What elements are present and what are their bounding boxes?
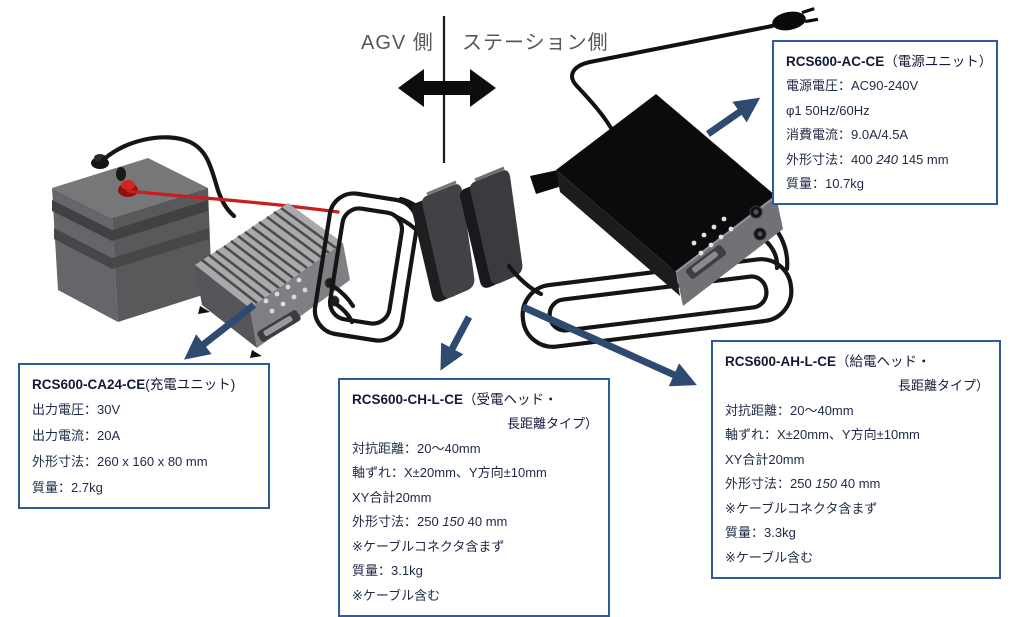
arrow-to-receive-head-box bbox=[440, 315, 473, 371]
spec-line: ※ケーブル含む bbox=[352, 588, 441, 604]
agv-station-divider bbox=[398, 16, 496, 163]
spec-box-charge-unit: RCS600-CA24-CE(充電ユニット) 出力電圧：30V 出力電流：20A 外… bbox=[18, 363, 270, 509]
station-side-label: ステーション側 bbox=[462, 32, 609, 54]
spec-line: 軸ずれ：X±20mm、Y方向±10mm bbox=[352, 465, 547, 481]
spec-box-title-line2: 長距離タイプ） bbox=[897, 378, 989, 393]
model-suffix: (充電ユニット) bbox=[145, 377, 236, 392]
spec-lines: 出力電圧：30V 出力電流：20A 外形寸法：260 x 160 x 80 mm 質量… bbox=[32, 397, 258, 501]
model-suffix: （給電ヘッド・ bbox=[836, 354, 931, 369]
spec-line: 外形寸法：250 150 40 mm bbox=[352, 514, 508, 530]
spec-line: 質量：10.7kg bbox=[786, 176, 865, 192]
spec-line: 質量：3.1kg bbox=[352, 563, 423, 579]
spec-box-title: RCS600-CA24-CE(充電ユニット) bbox=[32, 372, 258, 397]
battery-cable-red bbox=[126, 189, 340, 214]
feed-head-device bbox=[460, 166, 544, 297]
model-suffix: （電源ユニット） bbox=[884, 54, 993, 69]
battery bbox=[52, 154, 212, 322]
battery-cable-black bbox=[97, 135, 237, 219]
charge-unit-led-dots bbox=[263, 277, 308, 314]
spec-line: 軸ずれ：X±20mm、Y方向±10mm bbox=[725, 427, 920, 443]
spec-box-receive-head: RCS600-CH-L-CE（受電ヘッド・ 長距離タイプ） 対抗距離：20～40… bbox=[338, 378, 610, 617]
spec-line: 外形寸法：250 150 40 mm bbox=[725, 476, 881, 492]
spec-line: φ1 50Hz/60Hz bbox=[786, 102, 870, 118]
spec-line: 対抗距離：20～40mm bbox=[352, 440, 481, 456]
spec-line: 対抗距離：20～40mm bbox=[725, 402, 854, 418]
feed-head-cable bbox=[506, 263, 544, 297]
arrow-to-power-unit-box bbox=[706, 97, 761, 137]
power-unit-led-dots bbox=[691, 216, 734, 256]
spec-line: 質量：2.7kg bbox=[32, 480, 103, 495]
arrow-to-charge-unit-box bbox=[184, 302, 257, 360]
spec-box-title: RCS600-AC-CE（電源ユニット） bbox=[786, 49, 992, 74]
spec-line: ※ケーブル含む bbox=[725, 550, 814, 566]
spec-box-title-line2: 長距離タイプ） bbox=[506, 416, 598, 431]
spec-lines: 電源電圧：AC90-240V φ1 50Hz/60Hz 消費電流：9.0A/4.5A… bbox=[786, 74, 986, 197]
spec-box-title: RCS600-AH-L-CE（給電ヘッド・ bbox=[725, 349, 989, 374]
pointer-arrows bbox=[184, 97, 761, 387]
spec-line: 出力電圧：30V bbox=[32, 402, 121, 417]
spec-box-title: RCS600-CH-L-CE（受電ヘッド・ bbox=[352, 387, 598, 412]
spec-line: 外形寸法：260 x 160 x 80 mm bbox=[32, 454, 208, 469]
spec-line: XY合計20mm bbox=[725, 451, 805, 467]
spec-line: 電源電圧：AC90-240V bbox=[786, 78, 919, 93]
ac-plug-icon bbox=[772, 7, 819, 31]
spec-box-feed-head: RCS600-AH-L-CE（給電ヘッド・ 長距離タイプ） 対抗距離：20～40… bbox=[711, 340, 1001, 579]
spec-line: 外形寸法：400 240 145 mm bbox=[786, 151, 949, 167]
model-number: RCS600-CA24-CE bbox=[32, 377, 146, 392]
spec-line: 消費電流：9.0A/4.5A bbox=[786, 127, 909, 143]
power-unit-device bbox=[530, 94, 783, 306]
charge-unit-device bbox=[195, 203, 350, 358]
model-number: RCS600-CH-L-CE bbox=[352, 392, 464, 407]
spec-line: XY合計20mm bbox=[352, 489, 432, 505]
model-suffix: （受電ヘッド・ bbox=[463, 392, 558, 407]
power-cord bbox=[570, 24, 774, 130]
spec-line: 質量：3.3kg bbox=[725, 525, 796, 541]
spec-line: 出力電流：20A bbox=[32, 428, 121, 443]
agv-side-label: AGV 側 bbox=[361, 32, 434, 54]
arrow-to-feed-head-box bbox=[521, 303, 697, 387]
double-arrow-icon bbox=[398, 69, 496, 107]
spec-box-power-supply-unit: RCS600-AC-CE（電源ユニット） 電源電圧：AC90-240V φ1 50… bbox=[772, 40, 998, 205]
system-diagram bbox=[52, 7, 819, 387]
model-number: RCS600-AH-L-CE bbox=[725, 354, 837, 369]
model-number: RCS600-AC-CE bbox=[786, 54, 885, 69]
spec-line: ※ケーブルコネクタ含まず bbox=[352, 538, 505, 554]
receive-head-device bbox=[412, 180, 475, 302]
spec-line: ※ケーブルコネクタ含まず bbox=[725, 500, 878, 516]
